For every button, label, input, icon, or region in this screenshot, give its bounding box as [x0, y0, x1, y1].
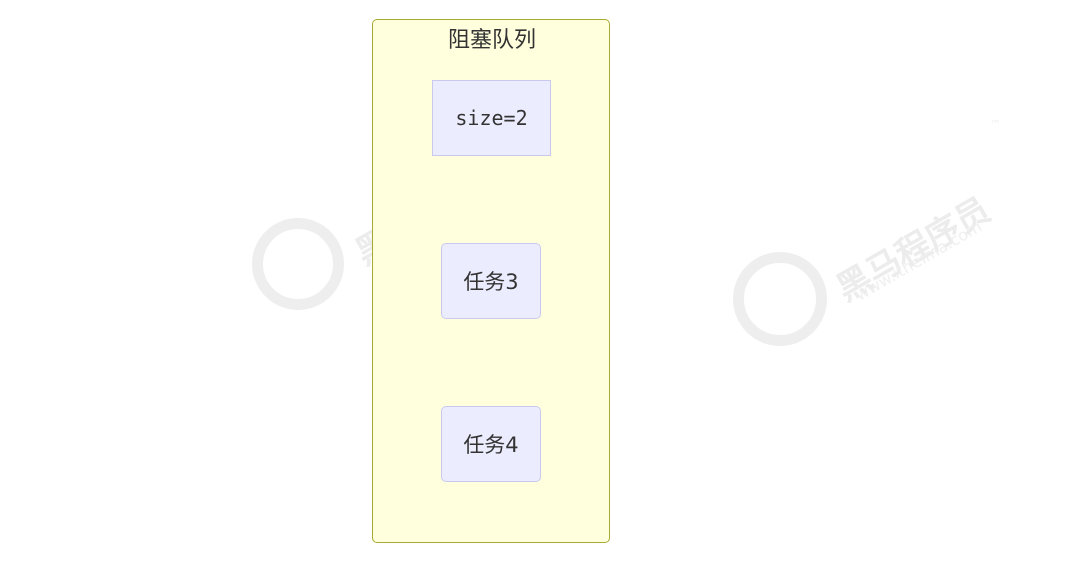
watermark-logo-icon	[733, 252, 827, 346]
task-4-node: 任务4	[441, 406, 541, 482]
queue-size-node: size=2	[432, 80, 551, 156]
watermark-tm-text: ™	[990, 118, 1001, 131]
watermark-logo-icon	[252, 218, 344, 310]
task-3-node: 任务3	[441, 243, 541, 319]
subgraph-title: 阻塞队列	[447, 28, 536, 53]
watermark-url-text: www.itheima.com	[852, 216, 986, 305]
watermark-brand-text: 黑马程序员	[830, 189, 998, 310]
